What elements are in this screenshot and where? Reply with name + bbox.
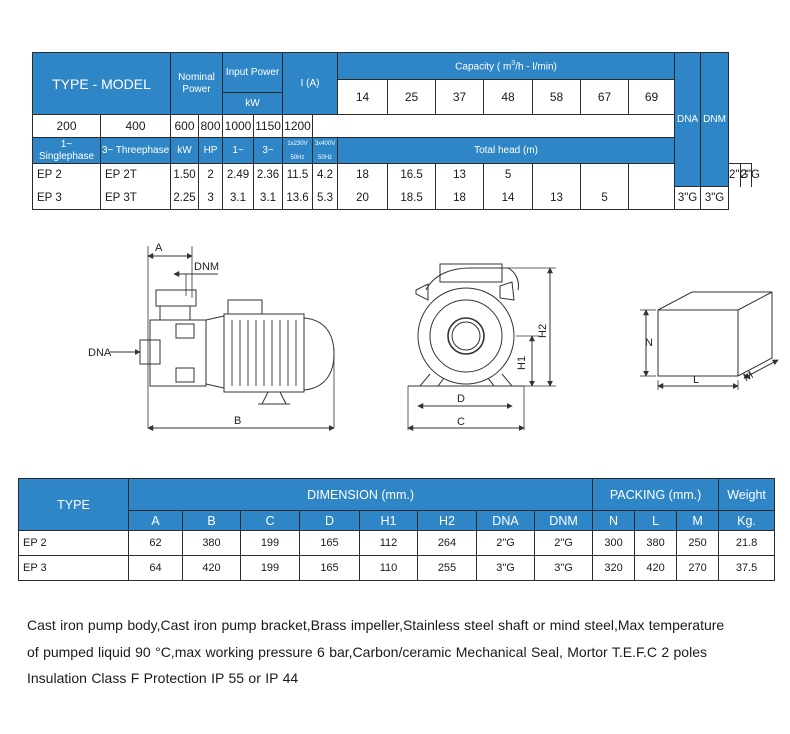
capacity-lmin: 1200 (282, 114, 314, 138)
description-line: of pumped liquid 90 °C,max working press… (27, 643, 707, 660)
pump-side-view (110, 246, 335, 431)
packing-box (640, 291, 779, 390)
capacity-lmin: 200 (32, 114, 101, 138)
dim-b-label: B (234, 415, 241, 427)
col-header: H1 (359, 510, 418, 531)
table-row: EP 2 62 380 199 165 112 264 2"G 2"G 300 … (18, 530, 776, 556)
col-header: Kg. (718, 510, 776, 531)
input-3-header: 3~ (253, 137, 284, 164)
spec-table: TYPE - MODEL Nominal Power Input Power I… (31, 52, 760, 210)
dnm-header: DNM (700, 52, 730, 187)
capacity-m3h: 37 (435, 79, 485, 115)
capacity-m3h: 48 (483, 79, 534, 115)
table-row: EP 3 64 420 199 165 110 255 3"G 3"G 320 … (18, 555, 776, 581)
type-header: TYPE (18, 478, 129, 531)
col-header: A (128, 510, 183, 531)
pump-front-view (407, 263, 556, 431)
col-header: DNA (476, 510, 535, 531)
col-header: H2 (417, 510, 477, 531)
capacity-m3h: 69 (628, 79, 676, 115)
dim-m-label: M (742, 369, 756, 384)
dimension-header: DIMENSION (mm.) (127, 478, 594, 511)
table-row: EP 2 EP 2T 1.50 2 2.49 2.36 11.5 4.2 18 … (32, 163, 760, 187)
capacity-header: Capacity ( m3/h - l/min) (337, 52, 676, 80)
nominal-power-header: Nominal Power (170, 52, 224, 115)
product-description: Cast iron pump body,Cast iron pump brack… (27, 612, 779, 692)
capacity-m3h: 67 (580, 79, 630, 115)
technical-drawings: A DNM DNA B D C H1 H2 (88, 242, 779, 431)
col-header: M (676, 510, 720, 531)
capacity-m3h: 14 (337, 79, 389, 115)
capacity-lmin: 1000 (222, 114, 255, 138)
input-power-header: Input Power (222, 52, 284, 93)
kw-header: kW (170, 137, 200, 164)
col-header: D (299, 510, 360, 531)
capacity-lmin: 1150 (253, 114, 284, 138)
capacity-lmin: 400 (99, 114, 172, 138)
dim-d-label: D (457, 393, 465, 405)
capacity-lmin: 800 (198, 114, 224, 138)
dim-h1-label: H1 (516, 356, 528, 370)
dim-a-label: A (155, 242, 163, 254)
dimension-table: TYPE DIMENSION (mm.) PACKING (mm.) Weigh… (18, 478, 776, 581)
description-line: Insulation Class F Protection IP 55 or I… (27, 670, 299, 686)
current-header: I (A) (282, 52, 339, 115)
singlephase-header: 1~ Singlephase (32, 137, 101, 164)
weight-header: Weight (718, 478, 776, 511)
table-row: EP 3 EP 3T 2.25 3 3.1 3.1 13.6 5.3 20 18… (32, 186, 752, 210)
threephase-header: 3~ Threephase (99, 137, 172, 164)
input-power-unit: kW (222, 92, 284, 115)
dim-h2-label: H2 (537, 324, 549, 338)
col-header: L (634, 510, 678, 531)
capacity-m3h: 58 (532, 79, 582, 115)
dna-header: DNA (674, 52, 702, 187)
dim-c-label: C (457, 416, 465, 428)
capacity-m3h: 25 (387, 79, 437, 115)
col-header: N (592, 510, 636, 531)
col-header: C (240, 510, 300, 531)
description-line: Cast iron pump body,Cast iron pump brack… (27, 617, 725, 633)
dim-dna-label: DNA (88, 347, 112, 359)
packing-header: PACKING (mm.) (592, 478, 720, 511)
total-head-header: Total head (m) (337, 137, 676, 164)
hp-header: HP (198, 137, 224, 164)
col-header: DNM (533, 510, 594, 531)
type-model-header: TYPE - MODEL (31, 52, 172, 115)
capacity-lmin: 600 (170, 114, 200, 138)
input-1-header: 1~ (222, 137, 255, 164)
dim-dnm-label: DNM (194, 261, 219, 273)
col-header: B (182, 510, 241, 531)
dim-l-label: L (693, 374, 699, 386)
dim-n-label: N (645, 337, 653, 349)
